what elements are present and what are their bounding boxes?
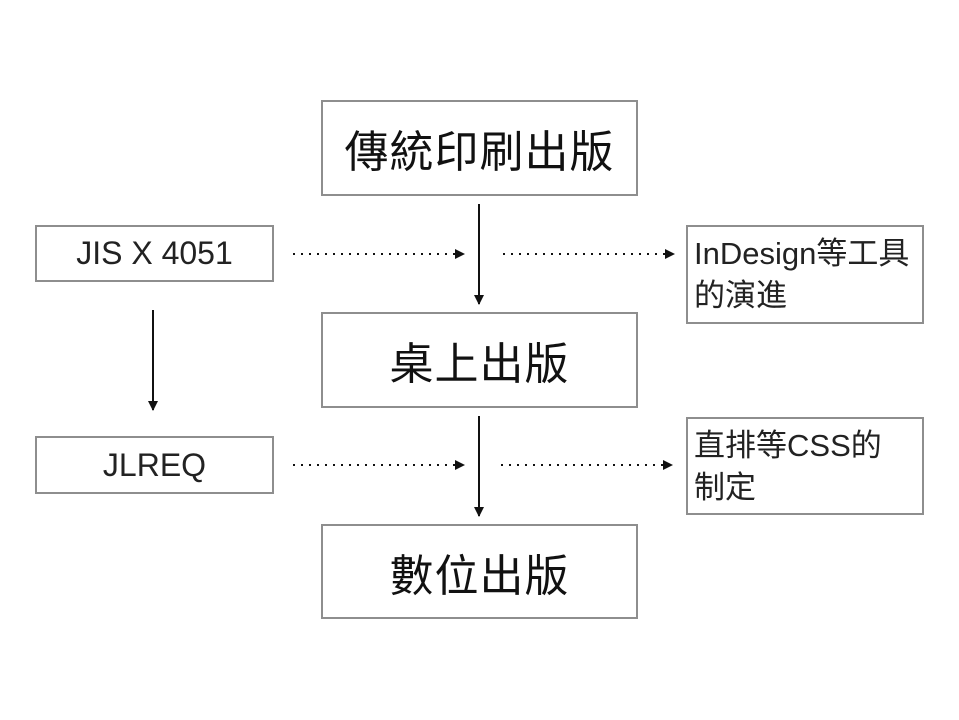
node-digital-publishing: 數位出版 xyxy=(321,524,638,619)
node-label: JLREQ xyxy=(102,446,207,483)
node-indesign-evolution: InDesign等工具的演進 xyxy=(686,225,924,324)
node-css-vertical-standard: 直排等CSS的制定 xyxy=(686,417,924,515)
node-desktop-publishing: 桌上出版 xyxy=(321,312,638,408)
node-label: JIS X 4051 xyxy=(76,235,233,271)
node-label: InDesign等工具的演進 xyxy=(694,236,910,313)
node-jlreq: JLREQ xyxy=(35,436,274,494)
node-jis-x-4051: JIS X 4051 xyxy=(35,225,274,282)
node-traditional-print-publishing: 傳統印刷出版 xyxy=(321,100,638,196)
node-label: 直排等CSS的制定 xyxy=(694,428,882,505)
node-label: 桌上出版 xyxy=(389,339,570,390)
node-label: 數位出版 xyxy=(389,550,570,602)
node-label: 傳統印刷出版 xyxy=(344,127,615,178)
